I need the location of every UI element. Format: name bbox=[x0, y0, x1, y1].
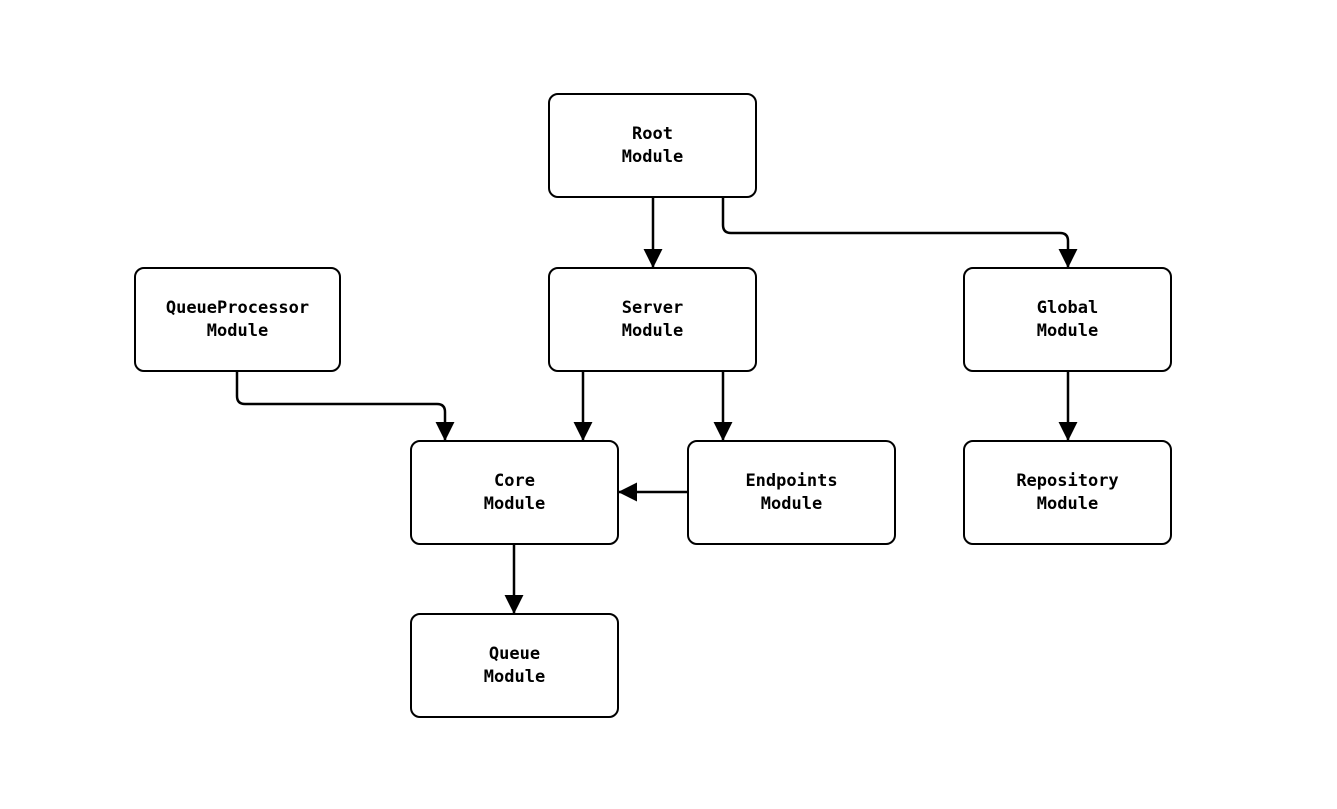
edge-queueprocessor-to-core bbox=[235, 372, 455, 441]
node-queueprocessor-module: QueueProcessor Module bbox=[134, 267, 341, 372]
node-queue-module: Queue Module bbox=[410, 613, 619, 718]
node-root-module: Root Module bbox=[548, 93, 757, 198]
edge-root-to-global bbox=[721, 198, 1078, 268]
node-repository-module: Repository Module bbox=[963, 440, 1172, 545]
node-global-module: Global Module bbox=[963, 267, 1172, 372]
node-server-module: Server Module bbox=[548, 267, 757, 372]
node-endpoints-module: Endpoints Module bbox=[687, 440, 896, 545]
node-core-module: Core Module bbox=[410, 440, 619, 545]
